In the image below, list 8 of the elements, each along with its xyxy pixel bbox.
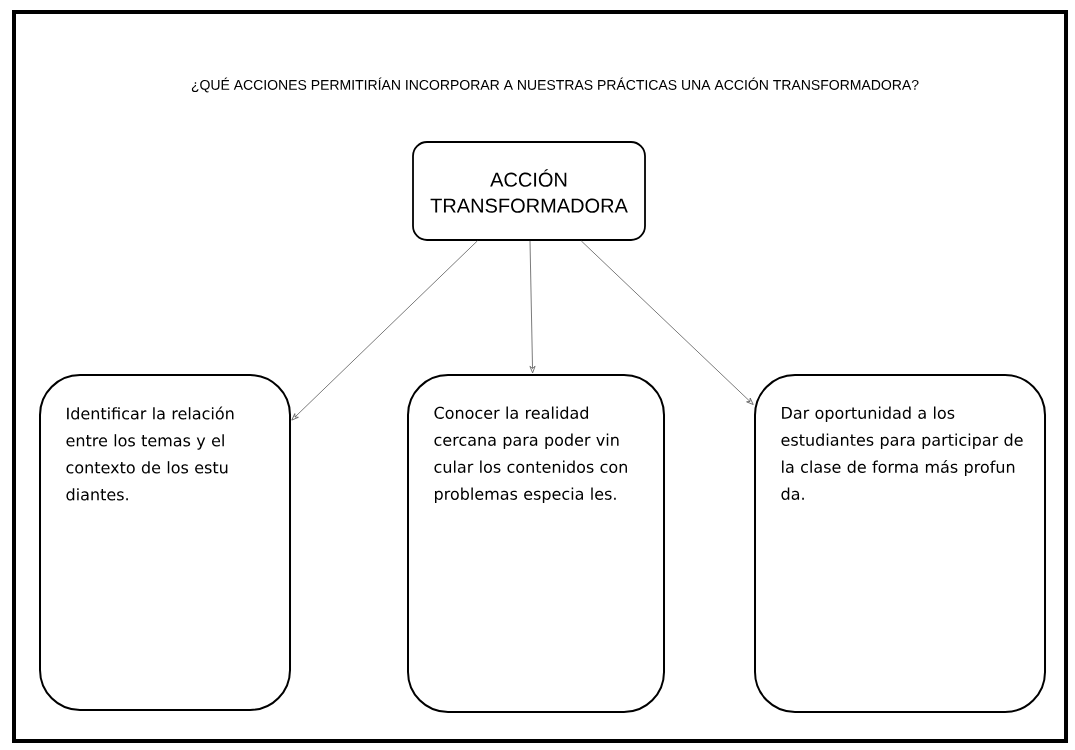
title: ¿QUÉ ACCIONES PERMITIRÍAN INCORPORAR A NUESTRAS PRÁCTICAS UNA ACCIÓN TRANSFORMADORA? [191, 77, 919, 93]
text-box: Conocer la realidad cercana para poder vin cular los contenidos con problemas especia les. [407, 374, 665, 713]
title-box: ACCIÓN TRANSFORMADORA [412, 141, 646, 241]
text-box: Dar oportunidad a los estudiantes para participar de la clase de forma más profun da. [754, 374, 1046, 713]
arrow [529, 240, 536, 374]
text-box: Identificar la relación entre los temas y el contexto de los estu diantes. [39, 374, 291, 711]
arrow [291, 240, 478, 421]
arrow [580, 240, 754, 405]
